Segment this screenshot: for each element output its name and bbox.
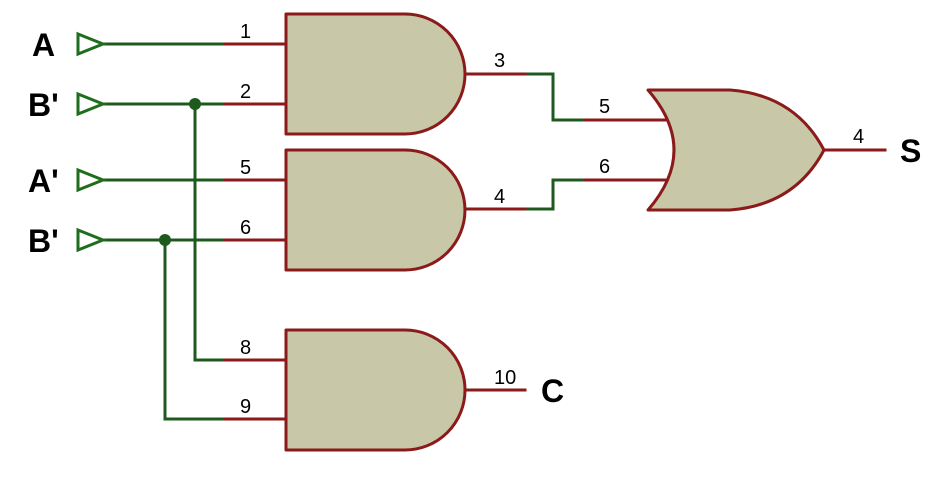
signal-labels: A B' A' B' S C [28,27,921,409]
junction-dot-1 [189,98,201,110]
and-gate-1 [284,12,467,136]
pin-number: 5 [599,96,610,118]
pin-number: 3 [494,50,505,72]
pin-number: 1 [240,21,251,43]
wires [101,42,587,421]
pin-number: 4 [494,186,505,208]
input-terminal-a [76,31,108,57]
pin-stubs [223,42,887,421]
input-terminal-a-prime [76,167,108,193]
pin-number: 8 [240,337,251,359]
output-label-s: S [900,133,921,169]
pin-number: 9 [240,396,251,418]
wire-branch-to-pin-8 [193,102,227,362]
input-label-b1: B' [28,87,59,123]
pin-number: 5 [240,157,251,179]
pin-number: 4 [853,126,864,148]
pin-number: 6 [599,156,610,178]
input-label-b2: B' [28,223,59,259]
and-gate-3 [284,328,467,452]
input-terminal-b2 [76,227,108,253]
pin-number: 2 [240,81,251,103]
pin-number: 6 [240,217,251,239]
pin-numbers: 1 2 5 6 8 9 3 4 10 5 6 4 [240,21,864,418]
junction-dot-2 [159,234,171,246]
wire-gate2-to-or [523,178,587,211]
wire-branch-to-pin-9 [163,238,227,421]
gates [284,12,826,452]
pin-number: 10 [494,367,516,389]
and-gate-2 [284,148,467,272]
input-terminals [76,31,108,253]
input-label-a: A [32,27,55,63]
output-label-c: C [541,373,564,409]
input-terminal-b1 [76,91,108,117]
input-label-a-prime: A' [28,163,59,199]
wire-gate1-to-or [523,72,587,122]
or-gate [646,88,826,212]
